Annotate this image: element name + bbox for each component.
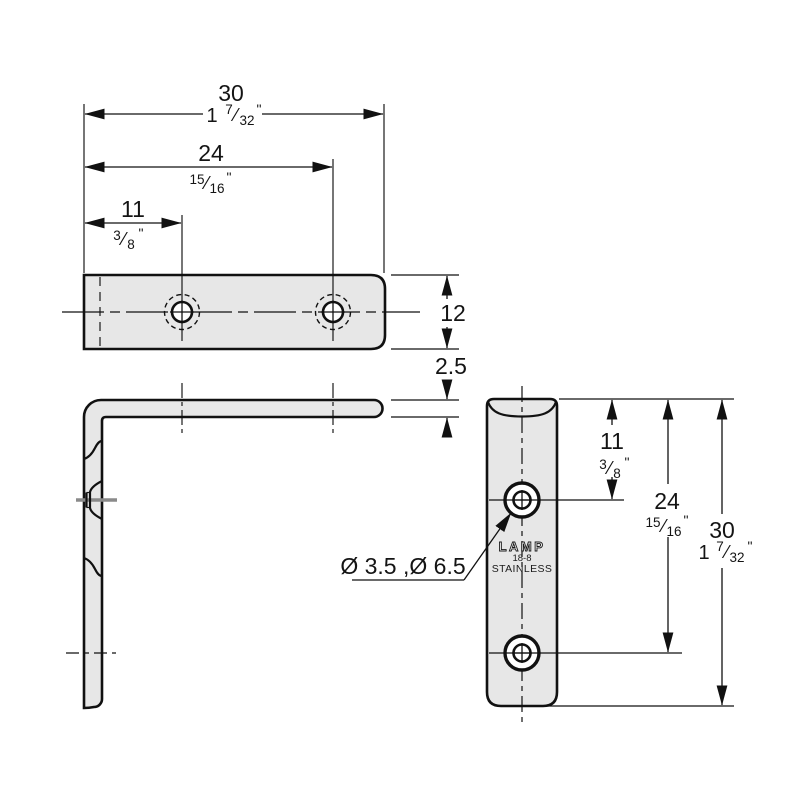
stamp-brand: LAMP	[499, 539, 546, 554]
stamp-grade: 18-8	[512, 553, 531, 564]
hole-callout-label: Ø 3.5 ,Ø 6.5	[340, 553, 465, 579]
vdim24-mm: 24	[654, 488, 680, 514]
top-view	[62, 273, 420, 351]
dim30-mm: 30	[218, 80, 244, 106]
dim12-mm: 12	[440, 300, 466, 326]
bend-fold-arc	[486, 401, 558, 418]
vdim30-in-whole: 1	[698, 542, 709, 564]
side-view	[66, 383, 384, 710]
vdim11-mm: 11	[600, 428, 624, 454]
dim11-in-num: 3	[113, 228, 121, 243]
vdim30-frac-slash: ⁄	[721, 542, 731, 562]
dim30-in-whole: 1	[206, 105, 217, 127]
dim30-inch-mark: "	[257, 101, 262, 117]
vdim30-in-num: 7	[716, 539, 724, 554]
top-view-plate	[82, 273, 387, 351]
vdim24-frac-slash: ⁄	[658, 516, 668, 536]
dim25-mm: 2.5	[435, 353, 467, 379]
vdim24-in-den: 16	[666, 524, 681, 539]
stamp-material: STAINLESS	[492, 563, 553, 575]
dim24-in-den: 16	[209, 181, 224, 196]
hole-projection-lower-curve	[83, 556, 103, 578]
vdim24-in-num: 15	[645, 515, 660, 530]
side-view-l-profile	[82, 398, 384, 710]
vdim30-in-den: 32	[729, 550, 744, 565]
front-view-dimensions: 11 3 ⁄ 8 " 24 15 ⁄ 16 " 30 1 7 ⁄ 32 "	[489, 398, 753, 707]
dim11-mm: 11	[121, 196, 145, 222]
vdim30-mm: 30	[709, 517, 735, 543]
vdim11-in-den: 8	[613, 466, 621, 481]
dim24-in-num: 15	[189, 172, 204, 187]
vdim11-in-num: 3	[599, 457, 607, 472]
dim11-inch-mark: "	[139, 225, 144, 241]
vdim11-inch-mark: "	[625, 454, 630, 470]
top-dimensions: 30 1 7 ⁄ 32 " 24 15 ⁄ 16 " 11 3 ⁄ 8 " 12…	[83, 80, 467, 438]
vdim30-inch-mark: "	[748, 538, 753, 554]
dim24-mm: 24	[198, 140, 224, 166]
hole-callout-leader	[463, 512, 512, 581]
vdim11-frac-slash: ⁄	[604, 458, 614, 478]
countersink-cone-profile	[88, 480, 103, 520]
dim11-frac-slash: ⁄	[118, 229, 128, 249]
hole-projection-upper-curve	[83, 439, 103, 461]
dim11-in-den: 8	[127, 237, 135, 252]
vdim24-inch-mark: "	[684, 512, 689, 528]
front-view: LAMP 18-8 STAINLESS	[485, 386, 559, 722]
dim30-in-den: 32	[239, 113, 254, 128]
dim24-frac-slash: ⁄	[201, 173, 211, 193]
dim24-inch-mark: "	[227, 169, 232, 185]
dim30-in-num: 7	[225, 102, 233, 117]
hole-callout: Ø 3.5 ,Ø 6.5	[340, 512, 512, 581]
dim30-frac-slash: ⁄	[230, 105, 240, 125]
